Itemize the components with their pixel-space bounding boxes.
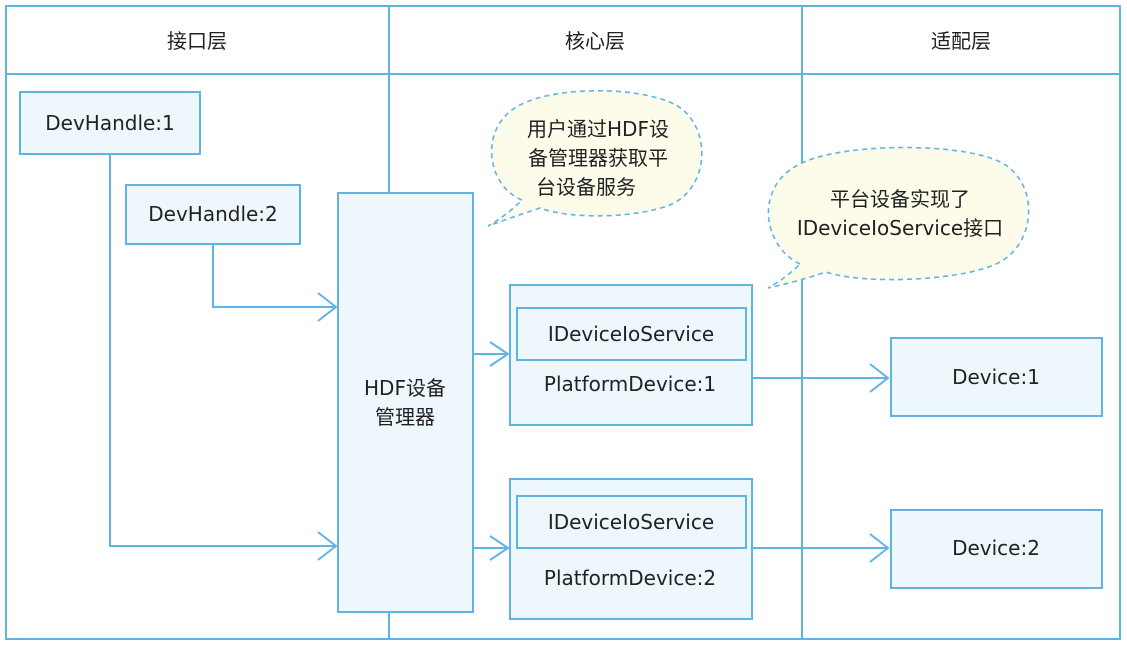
column-header-core: 核心层: [565, 29, 625, 53]
user-note-line2: 备管理器获取平: [528, 146, 668, 170]
ideviceioservice-1-box: [516, 307, 747, 361]
platform-note-bubble: [767, 146, 1030, 289]
platform-device-1-label: PlatformDevice:1: [544, 372, 716, 396]
hdf-manager-label-line1: HDF设备: [364, 376, 446, 400]
arrowhead-platform1: [489, 341, 510, 367]
ideviceioservice-2-label: IDeviceIoService: [548, 510, 714, 534]
hdf-manager-label-line2: 管理器: [375, 405, 435, 429]
device-1-label: Device:1: [952, 365, 1040, 389]
user-note-line3: 台设备服务: [536, 175, 636, 199]
platform-device-2-label: PlatformDevice:2: [544, 566, 716, 590]
ideviceioservice-2-box: [516, 495, 747, 549]
platform-note-line1: 平台设备实现了: [830, 187, 970, 211]
devhandle-2-label: DevHandle:2: [148, 202, 278, 226]
platform-note-line2: IDeviceIoService接口: [797, 216, 1003, 240]
connector-handle1-to-manager: [109, 154, 336, 547]
hdf-manager-box: [337, 192, 474, 613]
devhandle-2-box: [125, 184, 301, 245]
arrowhead-handle1: [317, 531, 338, 561]
user-note-bubble: [487, 90, 703, 227]
user-note-line1: 用户通过HDF设: [527, 117, 669, 141]
devhandle-1-label: DevHandle:1: [45, 111, 175, 135]
diagram-frame: [5, 5, 1121, 640]
arrowhead-device2: [869, 533, 890, 563]
devhandle-1-box: [19, 91, 201, 155]
ideviceioservice-1-label: IDeviceIoService: [548, 322, 714, 346]
arrowhead-handle2: [317, 292, 338, 322]
column-header-interface: 接口层: [167, 29, 227, 53]
device-1-box: [890, 337, 1103, 417]
device-2-label: Device:2: [952, 536, 1040, 560]
device-2-box: [890, 509, 1103, 589]
column-header-adapter: 适配层: [931, 29, 991, 53]
arrowhead-device1: [869, 363, 890, 393]
connector-handle2-to-manager: [212, 244, 336, 308]
arrowhead-platform2: [489, 535, 510, 561]
